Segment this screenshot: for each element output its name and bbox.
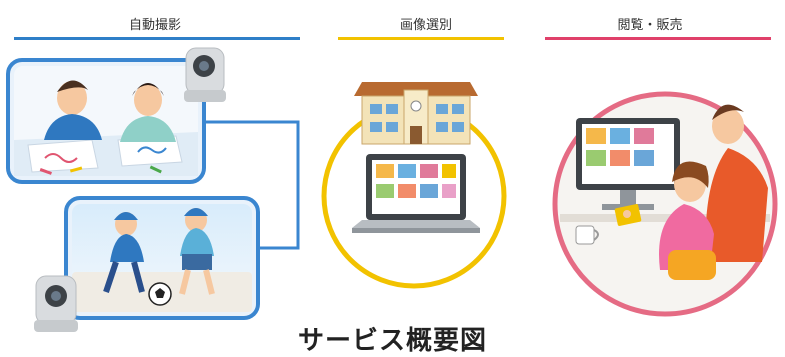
laptop-icon xyxy=(352,154,480,233)
adult-figure xyxy=(705,104,768,262)
section-title-image-selection: 画像選別 xyxy=(399,18,452,33)
diagram-caption: サービス概要図 xyxy=(297,326,487,356)
coffee-cup-icon xyxy=(575,225,599,245)
section-title-view-sell: 閲覧・販売 xyxy=(617,18,683,33)
section-title-auto-capture: 自動撮影 xyxy=(128,18,181,33)
section-rule-view-sell xyxy=(545,37,771,40)
school-building-icon xyxy=(354,82,478,145)
camera-icon xyxy=(34,275,78,332)
desk xyxy=(560,214,770,222)
camera-icon xyxy=(184,47,226,102)
parent-figure xyxy=(659,161,716,280)
photo-frame-classroom xyxy=(6,58,206,184)
section-rule-auto-capture xyxy=(14,37,300,40)
photo-card-icon xyxy=(614,204,642,226)
section-rule-image-selection xyxy=(338,37,504,40)
soccer-ball-icon xyxy=(148,282,172,306)
photo-frame-soccer xyxy=(64,196,260,320)
